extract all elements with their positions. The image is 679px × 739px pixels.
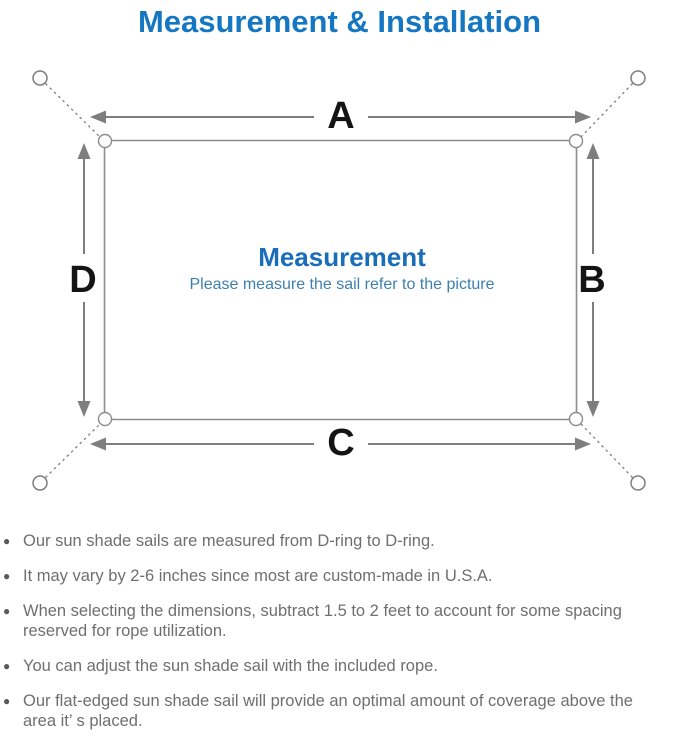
list-item: ● When selecting the dimensions, subtrac…: [3, 601, 655, 641]
anchor-rings: [32, 70, 646, 491]
note-text: It may vary by 2-6 inches since most are…: [23, 567, 493, 585]
arrowhead-a-right-icon: [575, 110, 591, 124]
rope-lines: [45, 83, 633, 478]
dimension-d-arrow: [77, 143, 91, 417]
sail-diagram-svg: A C D B: [32, 70, 646, 491]
d-ring-bottom-left-icon: [97, 411, 113, 427]
note-text: Our sun shade sails are measured from D-…: [23, 532, 435, 550]
bullet-icon: ●: [3, 603, 11, 618]
dimension-a-arrow: [90, 110, 591, 124]
arrowhead-d-down-icon: [77, 401, 91, 417]
dimension-label-b: B: [578, 259, 605, 301]
page-title: Measurement & Installation: [137, 4, 542, 39]
anchor-ring-top-left-icon: [32, 70, 48, 86]
rope-line-bottom-left: [45, 423, 101, 478]
anchor-ring-top-right-icon: [630, 70, 646, 86]
sail-outline: [103, 139, 578, 421]
anchor-ring-bottom-right-icon: [630, 475, 646, 491]
dimension-b-arrow: [586, 143, 600, 417]
d-ring-bottom-right-icon: [568, 411, 584, 427]
note-text: Our flat-edged sun shade sail will provi…: [23, 692, 633, 730]
dimension-c-arrow: [90, 437, 591, 451]
arrowhead-b-down-icon: [586, 401, 600, 417]
list-item: ● You can adjust the sun shade sail with…: [3, 656, 655, 676]
anchor-ring-bottom-left-icon: [32, 475, 48, 491]
list-item: ● It may vary by 2-6 inches since most a…: [3, 566, 655, 586]
note-text: You can adjust the sun shade sail with t…: [23, 657, 438, 675]
list-item: ● Our flat-edged sun shade sail will pro…: [3, 691, 655, 731]
bullet-icon: ●: [3, 568, 11, 583]
bullet-icon: ●: [3, 533, 11, 548]
d-rings: [97, 133, 584, 427]
rope-line-top-left: [45, 83, 101, 138]
arrowhead-d-up-icon: [77, 143, 91, 159]
measurement-diagram: A C D B: [0, 58, 679, 520]
arrowhead-c-right-icon: [575, 437, 591, 451]
note-text: When selecting the dimensions, subtract …: [23, 602, 622, 640]
arrowhead-b-up-icon: [586, 143, 600, 159]
rope-line-bottom-right: [580, 423, 633, 478]
list-item: ● Our sun shade sails are measured from …: [3, 531, 655, 551]
notes-list: ● Our sun shade sails are measured from …: [3, 531, 655, 739]
arrowhead-a-left-icon: [90, 110, 106, 124]
dimension-label-d: D: [69, 259, 96, 301]
d-ring-top-right-icon: [568, 133, 584, 149]
rope-line-top-right: [580, 83, 633, 138]
d-ring-top-left-icon: [97, 133, 113, 149]
arrowhead-c-left-icon: [90, 437, 106, 451]
dimension-label-a: A: [327, 95, 354, 137]
bullet-icon: ●: [3, 693, 11, 708]
bullet-icon: ●: [3, 658, 11, 673]
dimension-label-c: C: [327, 422, 354, 464]
